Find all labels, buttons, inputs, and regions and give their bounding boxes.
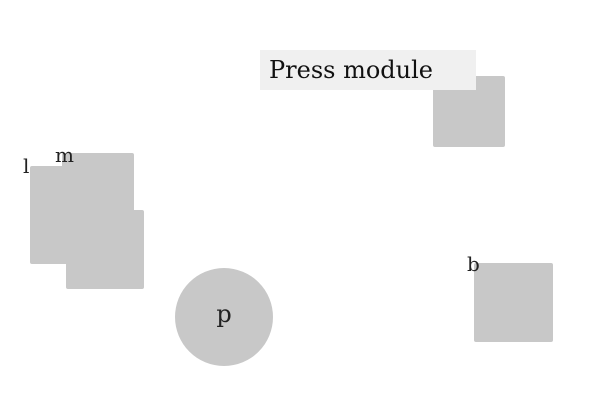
label-m: m [55, 143, 74, 167]
label-l: l [23, 154, 30, 178]
module-block-b[interactable] [474, 263, 553, 342]
module-block-lower-left[interactable] [66, 210, 144, 289]
press-module-tooltip: Press module [260, 50, 476, 90]
module-circle-p[interactable]: p [175, 268, 273, 366]
label-b: b [467, 252, 480, 276]
label-p: p [216, 300, 232, 328]
